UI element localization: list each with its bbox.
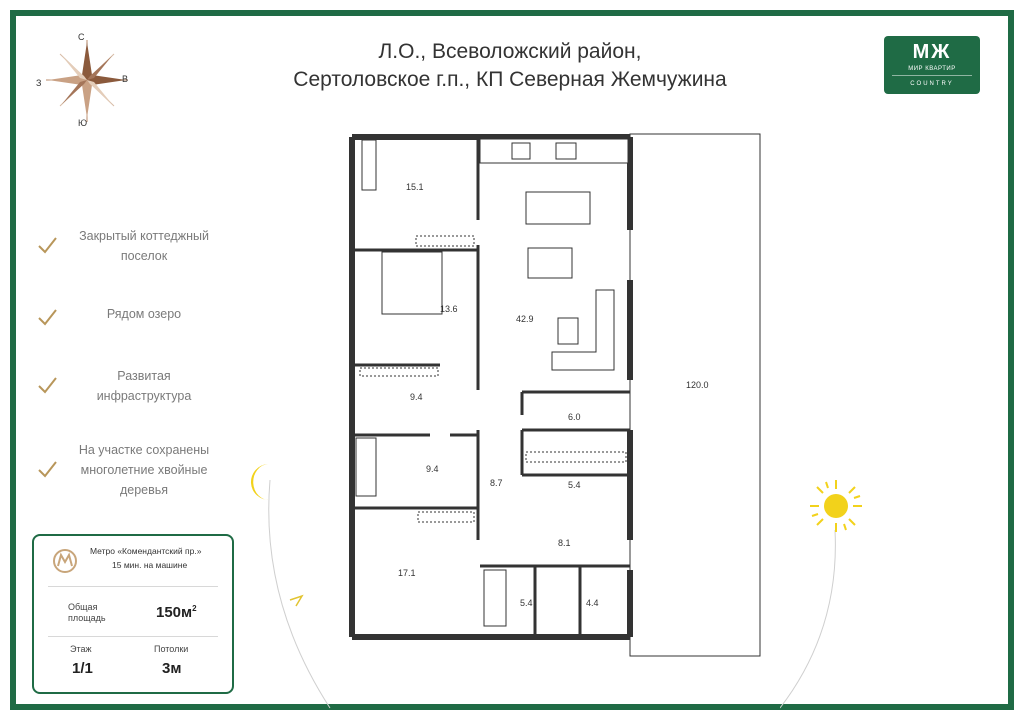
bed (381, 251, 443, 315)
wardrobes (359, 235, 627, 523)
room-area-label: 42.9 (516, 314, 534, 324)
check-icon (38, 237, 57, 254)
area-label-1: Общая (68, 602, 98, 612)
room-area-label: 8.1 (558, 538, 571, 548)
compass-east-label: В (122, 74, 129, 84)
sofa (551, 289, 615, 371)
room-area-label: 5.4 (520, 598, 533, 608)
outer-walls (349, 134, 633, 640)
room-area-label: 17.1 (398, 568, 416, 578)
metro-station: Метро «Комендантский пр.» (90, 546, 202, 556)
room-area-label: 13.6 (440, 304, 458, 314)
area-value: 150м2 (156, 604, 197, 621)
logo-subtitle: МИР КВАРТИР (908, 66, 956, 72)
check-icon (38, 309, 57, 326)
logo-country: COUNTRY (892, 75, 972, 90)
inner-walls (352, 137, 630, 637)
room-area-label: 6.0 (568, 412, 581, 422)
ceiling-label: Потолки (154, 644, 189, 654)
brand-logo: МЖ МИР КВАРТИР COUNTRY (884, 36, 980, 94)
room-area-label: 4.4 (586, 598, 599, 608)
title-line-2: Сертоловское г.п., КП Северная Жемчужина (293, 68, 727, 91)
floor-plan: 15.1 13.6 42.9 9.4 9.4 8.7 6.0 5.4 8.1 1… (349, 133, 761, 657)
kitchen-sink (555, 142, 577, 160)
floor-label: Этаж (70, 644, 92, 654)
room-area-label: 9.4 (410, 392, 423, 402)
feature-text: Развитая инфраструктура (96, 369, 192, 403)
compass-north-label: С (78, 32, 85, 42)
sun-path-arc-right (780, 529, 836, 709)
bed-2 (361, 139, 377, 191)
dining-table (527, 247, 573, 279)
ceiling-value: 3м (162, 660, 182, 677)
room-area-label: 15.1 (406, 182, 424, 192)
bathtub-2 (483, 569, 507, 627)
area-label-2: площадь (68, 613, 106, 623)
check-icon (38, 461, 57, 478)
feature-item: Развитая инфраструктура (34, 366, 214, 406)
logo-mark: МЖ (912, 41, 952, 63)
moon-icon (250, 464, 270, 501)
compass-west-label: З (36, 78, 42, 88)
terrace-area-label: 120.0 (686, 380, 709, 390)
feature-item: На участке сохранены многолетние хвойные… (34, 440, 214, 500)
feature-text: На участке сохранены многолетние хвойные… (78, 443, 210, 497)
metro-travel-time: 15 мин. на машине (112, 560, 188, 570)
page-title: Л.О., Всеволожский район, Сертоловское г… (270, 38, 750, 94)
divider (48, 636, 218, 637)
divider (48, 586, 218, 587)
info-box: Метро «Комендантский пр.» 15 мин. на маш… (32, 534, 234, 694)
title-line-1: Л.О., Всеволожский район, (378, 40, 642, 63)
page-frame (10, 10, 1014, 710)
feature-text: Рядом озеро (106, 307, 182, 321)
check-icon (38, 377, 57, 394)
compass-rose-icon (32, 30, 142, 130)
feature-item: Закрытый коттеджный поселок (34, 226, 214, 266)
room-area-label: 5.4 (568, 480, 581, 490)
room-area-label: 9.4 (426, 464, 439, 474)
sun-path-arc (268, 479, 331, 709)
room-area-label: 8.7 (490, 478, 503, 488)
terrace-outline (629, 133, 761, 657)
sun-icon (810, 480, 862, 532)
kitchen-counter (479, 138, 629, 164)
floor-value: 1/1 (72, 660, 93, 677)
feature-item: Рядом озеро (34, 304, 214, 326)
metro-icon (53, 549, 77, 573)
kitchen-island (525, 191, 591, 225)
feature-text: Закрытый коттеджный поселок (79, 229, 209, 263)
stove (511, 142, 531, 160)
coffee-table (557, 317, 579, 345)
compass-south-label: Ю (78, 118, 88, 128)
bathtub (355, 437, 377, 497)
